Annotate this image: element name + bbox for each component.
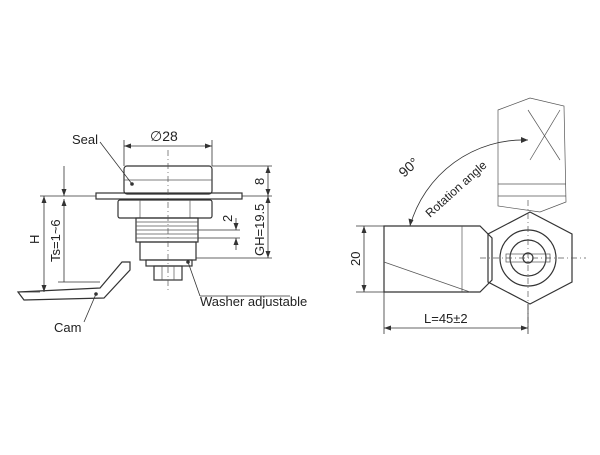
cam-plate	[383, 225, 493, 293]
length-label: L=45±2	[424, 311, 468, 326]
dim-8-label: 8	[252, 178, 267, 185]
side-view: Seal ∅28 H Ts=1~6 8 2 GH=19.5 Washer adj…	[16, 128, 307, 335]
diameter-label: ∅28	[150, 128, 178, 144]
hex-body	[487, 211, 573, 305]
rotation-label: Rotation angle	[423, 158, 490, 220]
angle-label: 90°	[395, 154, 421, 180]
cam-label: Cam	[54, 320, 81, 335]
rear-view: 90° Rotation angle 20 L=45±2	[348, 97, 586, 334]
cam-arm	[16, 261, 131, 301]
dim-20-label: 20	[348, 252, 363, 266]
seal-label: Seal	[72, 132, 98, 147]
gh-label: GH=19.5	[252, 204, 267, 256]
dim-2-label: 2	[220, 215, 235, 222]
washer	[145, 259, 193, 267]
rotated-cam-ghost	[497, 97, 567, 213]
lock-nut	[117, 199, 213, 219]
h-label: H	[27, 235, 42, 244]
washer-label: Washer adjustable	[200, 294, 307, 309]
ts-label: Ts=1~6	[48, 219, 63, 262]
